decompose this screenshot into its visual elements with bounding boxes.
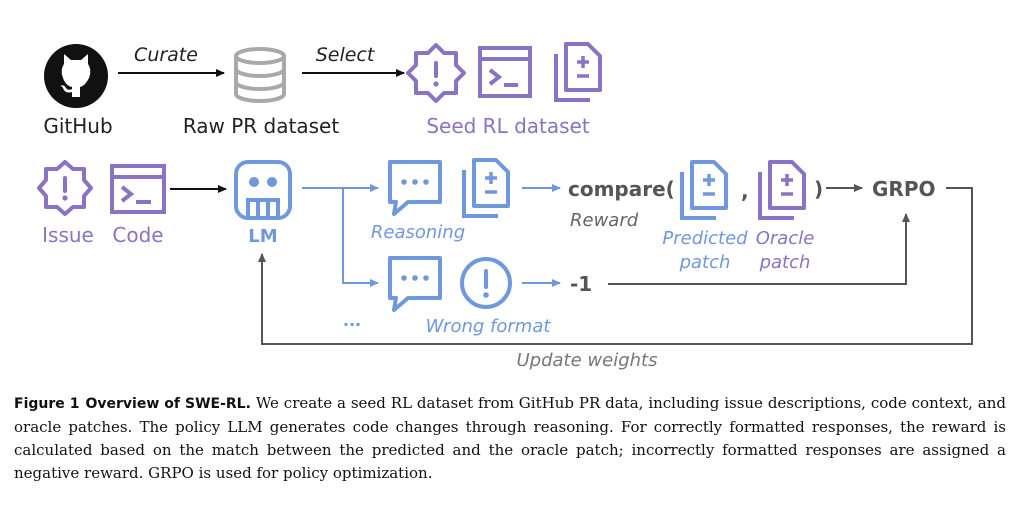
reasoning-label: Reasoning — [371, 222, 465, 243]
update-weights-arrow — [258, 187, 973, 345]
neg-reward-to-grpo-arrow — [608, 213, 910, 285]
wrong-format-bubble-icon — [388, 256, 442, 312]
wrong-format-branch-arrow — [342, 188, 379, 287]
issue-label: Issue — [42, 223, 94, 247]
neg-reward-label: -1 — [570, 272, 592, 296]
llm-label: LM — [248, 226, 277, 247]
caption-number: Figure 1 — [14, 396, 80, 412]
seed-dataset-label: Seed RL dataset — [426, 114, 590, 138]
github-icon — [44, 44, 108, 108]
figure-caption: Figure 1 Overview of SWE-RL. We create a … — [14, 392, 1006, 485]
oracle-patch-label-1: Oracle — [756, 228, 815, 249]
database-icon — [234, 47, 286, 103]
update-weights-label: Update weights — [517, 350, 658, 371]
code-terminal-icon — [110, 164, 166, 214]
raw-pr-label: Raw PR dataset — [183, 114, 340, 138]
select-label: Select — [316, 44, 376, 66]
robot-icon — [234, 160, 292, 220]
oracle-patch-compare-icon — [758, 160, 806, 220]
github-label: GitHub — [43, 114, 112, 138]
wrong-format-label: Wrong format — [426, 316, 552, 337]
issue-badge-icon — [406, 43, 466, 103]
predicted-patch-compare-icon — [680, 160, 728, 220]
issue-icon — [37, 160, 93, 216]
swe-rl-diagram: GitHub Curate Raw PR dataset Select Seed… — [37, 42, 973, 371]
caption-title: Overview of SWE-RL. — [85, 396, 251, 412]
grpo-label: GRPO — [872, 177, 935, 201]
predicted-patch-label-2: patch — [679, 252, 731, 273]
predicted-patch-label-1: Predicted — [662, 228, 748, 249]
compare-comma: , — [741, 179, 749, 203]
reward-label: Reward — [570, 210, 639, 231]
terminal-icon — [478, 46, 532, 98]
reasoning-bubble-icon — [388, 160, 442, 216]
oracle-patch-label-2: patch — [759, 252, 811, 273]
predicted-patch-icon — [462, 158, 510, 218]
compare-close: ) — [814, 177, 823, 201]
ellipsis-label: ... — [343, 311, 361, 330]
curate-label: Curate — [134, 44, 198, 66]
alert-circle-icon — [460, 257, 512, 309]
patch-doc-icon — [554, 42, 602, 102]
code-label: Code — [112, 223, 163, 247]
caption-text: We create a seed RL dataset from GitHub … — [14, 394, 1007, 482]
compare-open: compare( — [568, 177, 675, 201]
